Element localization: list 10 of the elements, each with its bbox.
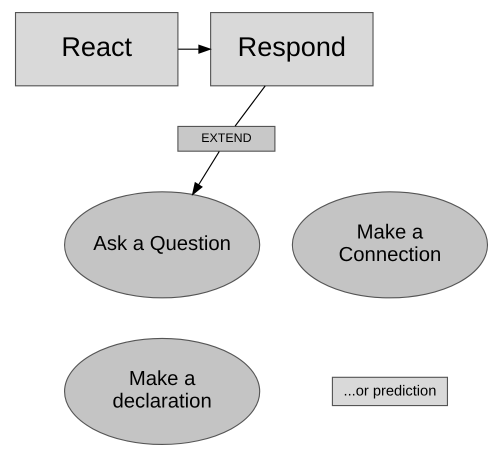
node-box: Respond xyxy=(210,12,374,86)
arrow xyxy=(191,151,220,196)
node-ellipse: Make a declaration xyxy=(64,338,260,446)
node-ellipse: Ask a Question xyxy=(64,191,260,298)
node-box: EXTEND xyxy=(176,126,275,152)
node-box: ...or prediction xyxy=(331,376,448,406)
arrow xyxy=(178,44,212,54)
connector xyxy=(234,86,266,126)
node-ellipse: Make a Connection xyxy=(291,191,488,298)
node-box: React xyxy=(14,12,178,86)
